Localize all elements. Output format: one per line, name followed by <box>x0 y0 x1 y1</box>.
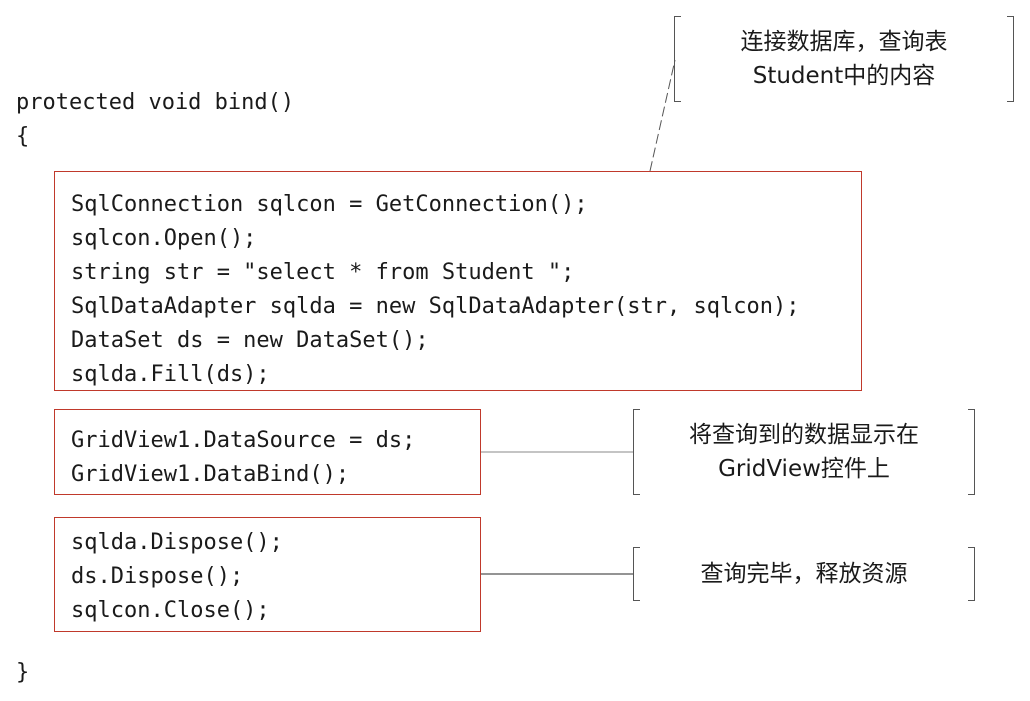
code-line: ds.Dispose(); <box>71 564 244 589</box>
code-line: string str = "select * from Student "; <box>71 260 575 285</box>
callout-connect: 连接数据库，查询表 Student中的内容 <box>674 16 1014 102</box>
code-line: GridView1.DataSource = ds; <box>71 428 416 453</box>
callout-text: 将查询到的数据显示在 <box>689 422 919 448</box>
code-line: sqlda.Dispose(); <box>71 530 283 555</box>
bracket-left <box>633 547 640 601</box>
callout-text: GridView控件上 <box>718 456 890 482</box>
bracket-right <box>1007 16 1014 102</box>
code-block-connect: SqlConnection sqlcon = GetConnection(); … <box>54 171 862 391</box>
callout-text: 查询完毕，释放资源 <box>700 561 908 587</box>
code-line: SqlConnection sqlcon = GetConnection(); <box>71 192 588 217</box>
method-signature: protected void bind() <box>16 90 295 115</box>
bracket-left <box>674 16 681 102</box>
code-line: GridView1.DataBind(); <box>71 462 350 487</box>
close-brace: } <box>16 660 30 685</box>
callout-dispose: 查询完毕，释放资源 <box>633 547 975 601</box>
open-brace: { <box>16 124 30 149</box>
code-line: DataSet ds = new DataSet(); <box>71 328 429 353</box>
callout-text: Student中的内容 <box>752 63 936 89</box>
callout-text: 连接数据库，查询表 <box>740 29 948 55</box>
bracket-left <box>633 409 640 495</box>
callout-bind: 将查询到的数据显示在 GridView控件上 <box>633 409 975 495</box>
code-line: SqlDataAdapter sqlda = new SqlDataAdapte… <box>71 294 800 319</box>
code-line: sqlcon.Open(); <box>71 226 257 251</box>
bracket-right <box>968 547 975 601</box>
code-line: sqlda.Fill(ds); <box>71 362 270 387</box>
code-block-dispose: sqlda.Dispose(); ds.Dispose(); sqlcon.Cl… <box>54 517 481 632</box>
code-block-bind: GridView1.DataSource = ds; GridView1.Dat… <box>54 409 481 495</box>
connector-connect <box>649 59 676 172</box>
code-line: sqlcon.Close(); <box>71 598 270 623</box>
bracket-right <box>968 409 975 495</box>
